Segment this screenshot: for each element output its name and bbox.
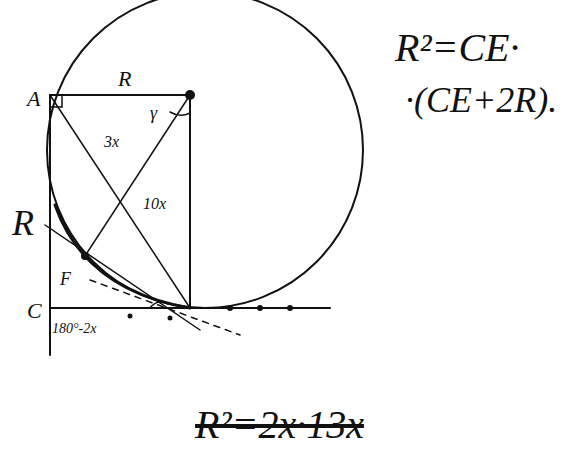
segment-label: 3x <box>104 134 119 150</box>
angle-label: 180°-2x <box>52 322 96 336</box>
crossed-formula: R²=2x·13x <box>195 405 364 445</box>
point-label: C <box>27 300 42 322</box>
dot <box>168 316 173 321</box>
large-circle <box>47 0 363 308</box>
dot <box>227 305 233 311</box>
point-f <box>81 252 89 260</box>
formula: ·(CE+2R). <box>405 82 557 118</box>
dot <box>287 305 293 311</box>
tangent-line <box>45 225 200 330</box>
angle-label: γ <box>150 104 157 122</box>
center-dot <box>185 90 195 100</box>
length-label: R <box>118 68 131 90</box>
dashed-line <box>90 280 240 335</box>
dot <box>128 314 133 319</box>
left-side <box>49 95 51 355</box>
radius-to-f <box>85 95 190 256</box>
length-label: R <box>12 205 34 241</box>
formula: R²=CE· <box>395 28 520 68</box>
dot <box>257 305 263 311</box>
top-side <box>50 94 190 96</box>
point-label: A <box>27 88 40 110</box>
angle-arc <box>150 302 168 308</box>
small-arc <box>55 205 190 308</box>
segment-label: 10x <box>143 196 166 212</box>
right-side <box>189 95 191 308</box>
point-label: F <box>60 270 71 288</box>
angle-arc <box>170 112 190 115</box>
